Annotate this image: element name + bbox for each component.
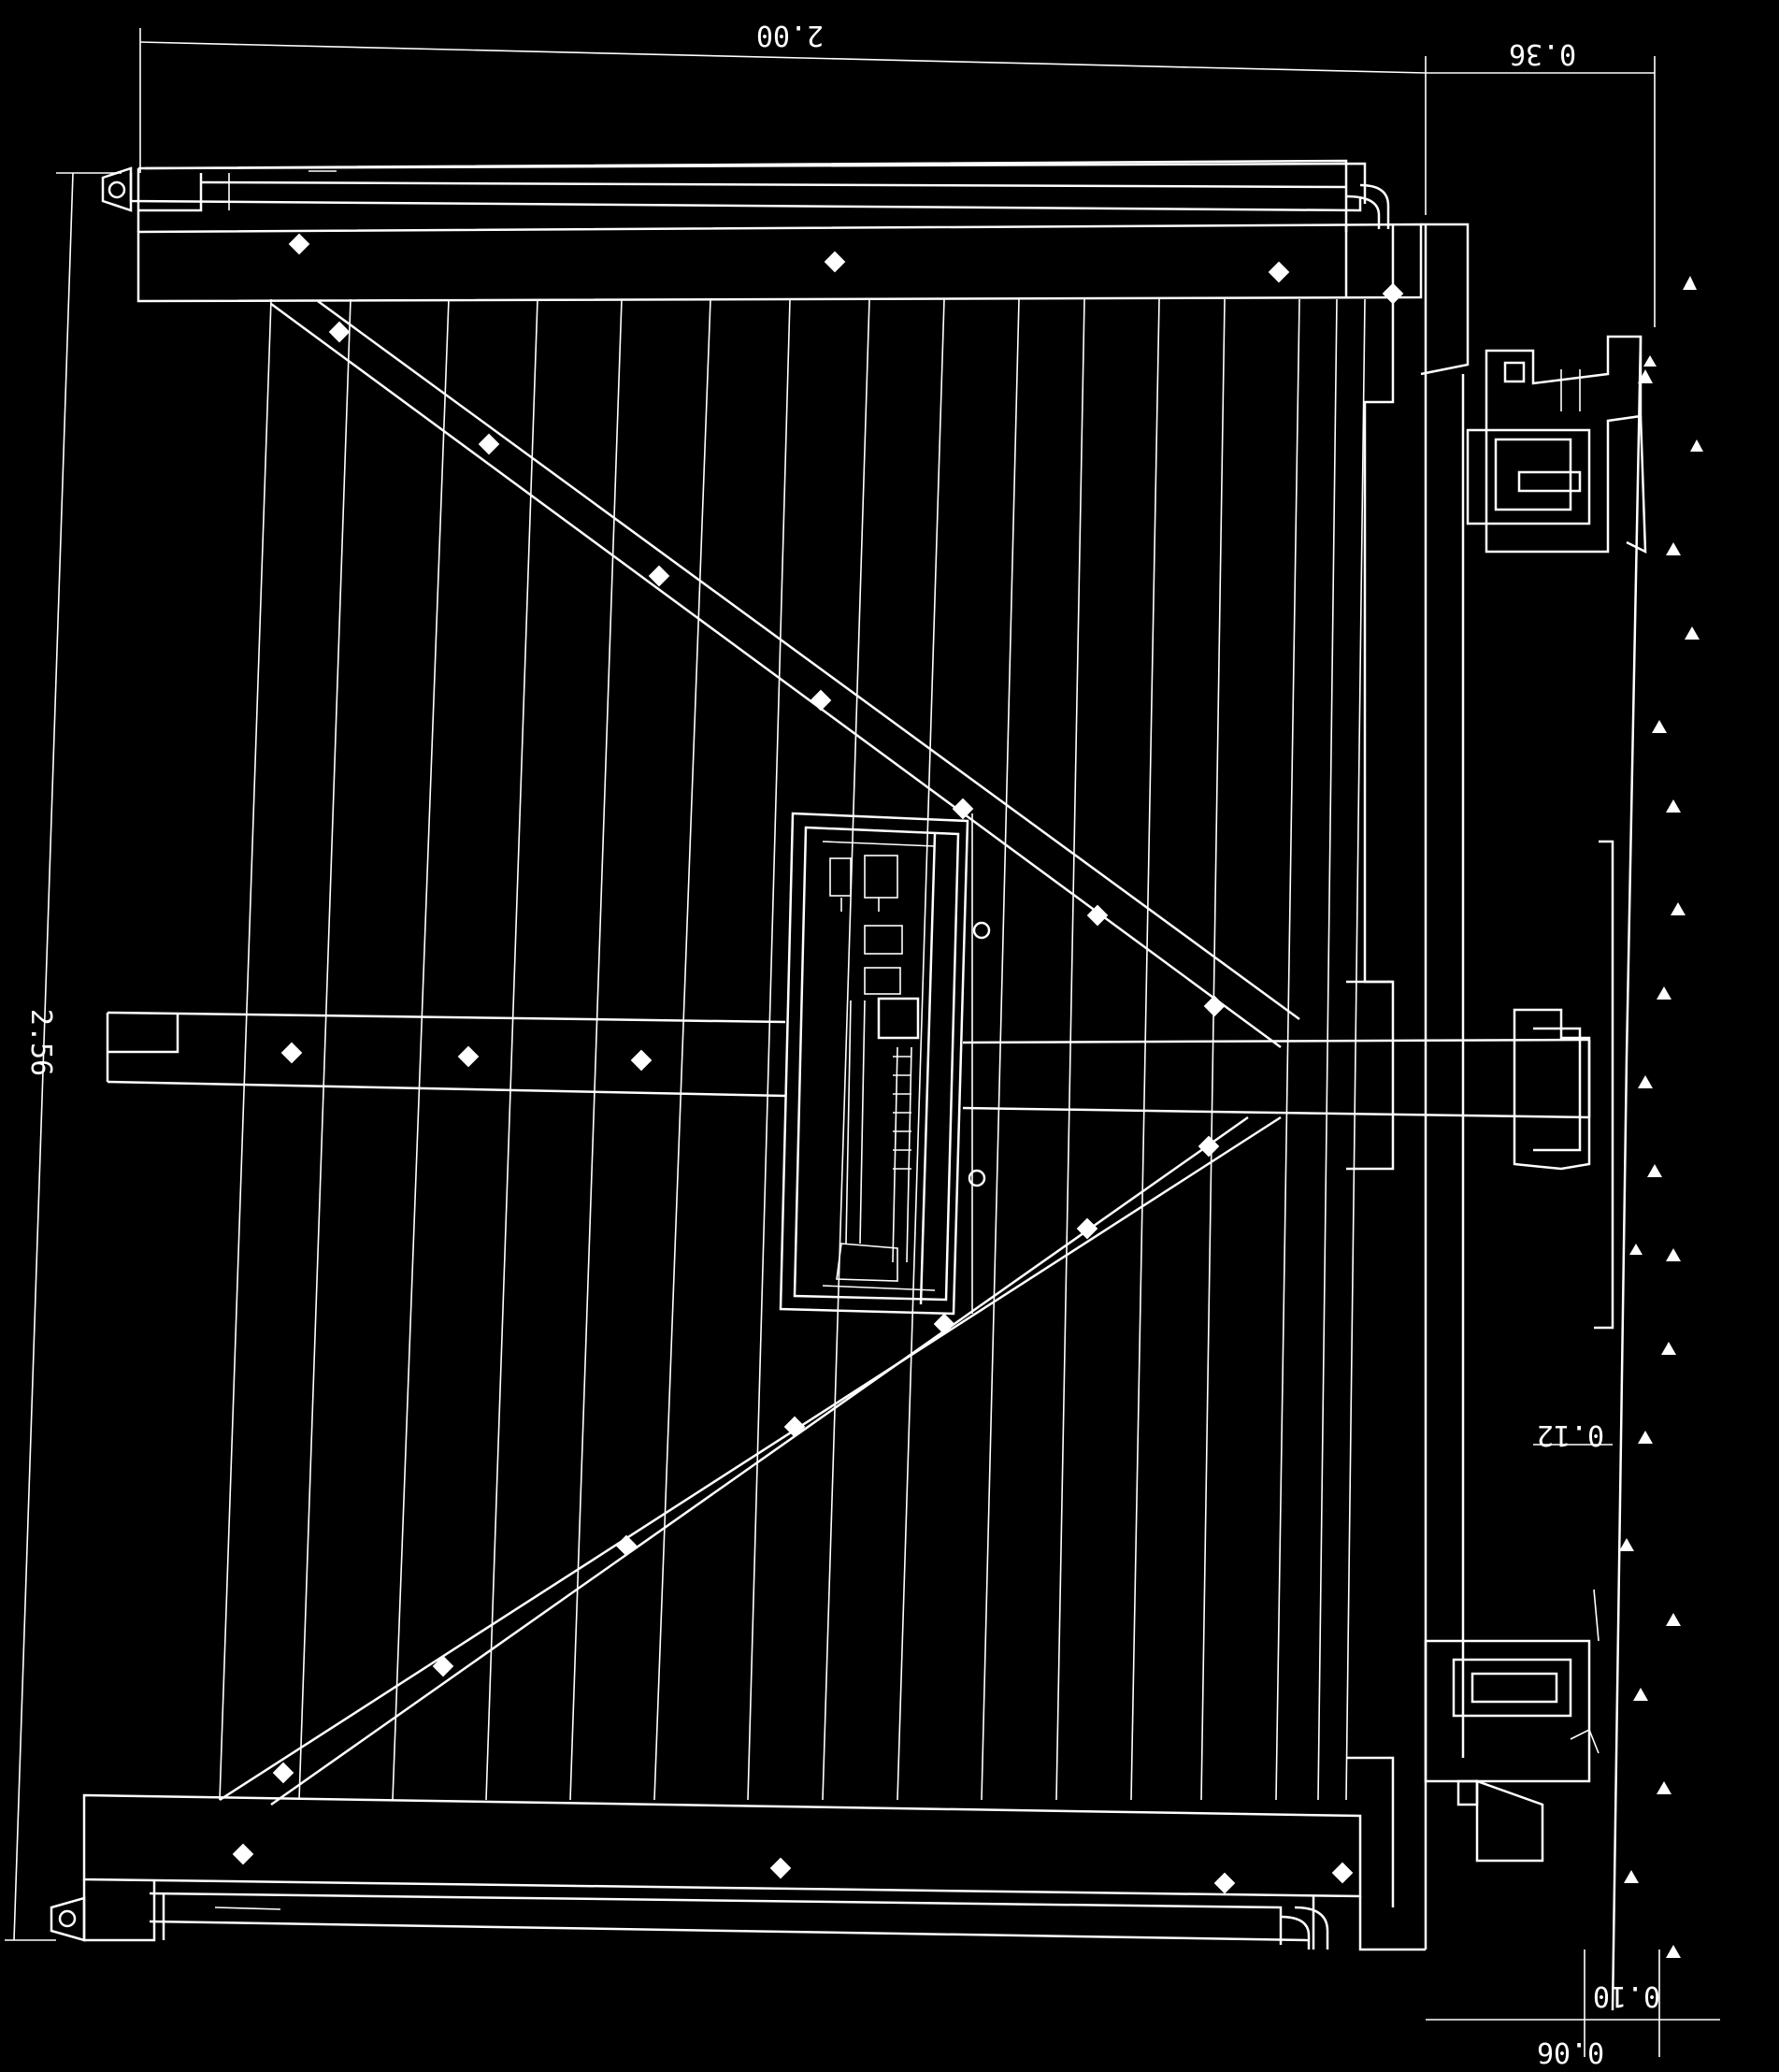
dimension-lines xyxy=(5,28,1720,2057)
bolt xyxy=(824,251,846,273)
bolt xyxy=(952,798,974,820)
bolt xyxy=(328,321,351,343)
bolt xyxy=(478,433,500,455)
dim-mid-right: 0.12 xyxy=(1537,1418,1604,1451)
dim-height: 2.56 xyxy=(24,1009,57,1076)
bolt xyxy=(810,689,832,712)
ground-hatch xyxy=(1611,276,1703,2011)
top-rail-bolts xyxy=(288,233,1404,305)
bolt xyxy=(630,1049,653,1072)
bolt xyxy=(1198,1135,1220,1158)
bolt xyxy=(783,1416,806,1438)
right-post xyxy=(1346,224,1647,1950)
bolt xyxy=(288,233,310,255)
dimension-labels: 2.00 0.36 2.56 0.12 0.10 0.06 xyxy=(24,19,1660,2068)
bolt xyxy=(1076,1217,1098,1240)
upper-diagonal-brace xyxy=(270,299,1300,1049)
dim-bottom-right-a: 0.10 xyxy=(1593,1979,1660,2012)
bolt xyxy=(457,1045,480,1068)
bolt xyxy=(648,565,670,587)
bolt xyxy=(1382,282,1404,305)
bolt xyxy=(1268,261,1290,283)
bolt xyxy=(769,1857,792,1879)
bolt xyxy=(280,1042,303,1064)
control-box xyxy=(779,812,991,1316)
dim-top-width: 2.00 xyxy=(756,19,824,51)
bottom-rail xyxy=(50,1793,1426,1951)
middle-beam xyxy=(106,1011,1591,1119)
bolt xyxy=(1203,995,1226,1017)
bolt xyxy=(1086,904,1109,927)
bolt xyxy=(232,1843,254,1865)
bolt xyxy=(933,1313,955,1335)
bolt xyxy=(432,1655,454,1677)
bolt xyxy=(1213,1872,1236,1894)
bolt xyxy=(272,1762,294,1784)
top-rail xyxy=(101,159,1470,984)
panel-boards xyxy=(219,298,1366,1801)
dim-top-offset: 0.36 xyxy=(1509,37,1576,70)
dim-bottom-right-b: 0.06 xyxy=(1537,2036,1604,2068)
bolt xyxy=(615,1534,638,1557)
lower-diagonal-brace xyxy=(219,1115,1282,1806)
bolt xyxy=(1331,1862,1354,1884)
